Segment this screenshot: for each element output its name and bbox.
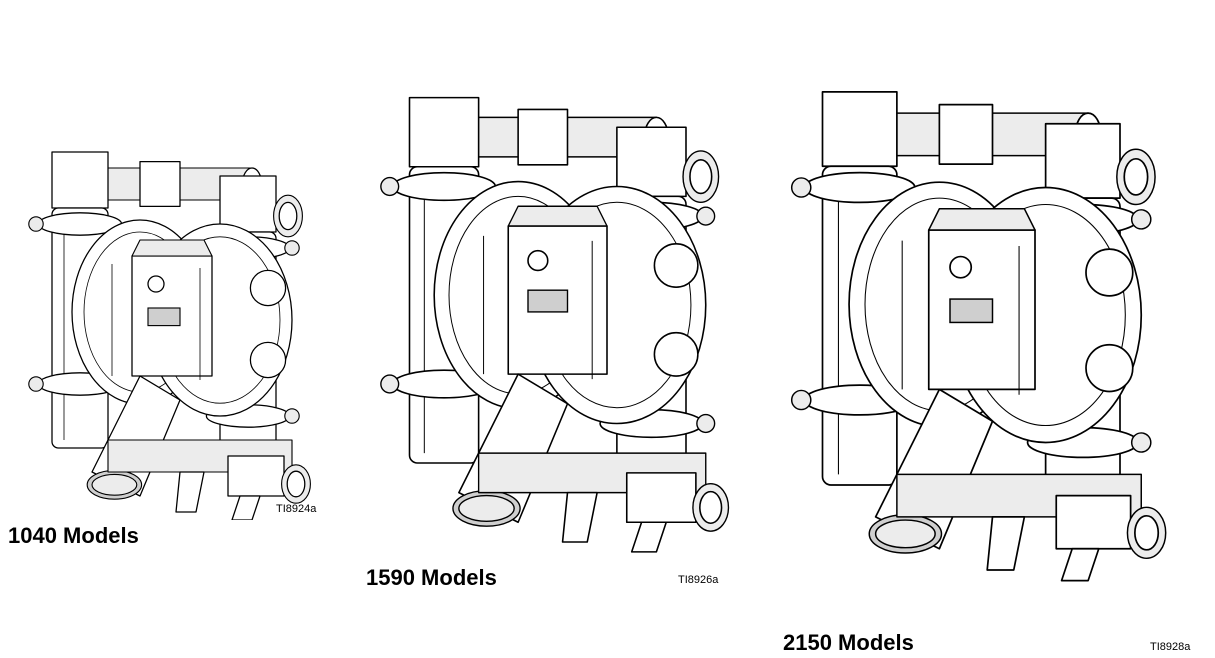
pump-drawing-2150 xyxy=(790,90,1167,582)
model-label-1590: 1590 Models xyxy=(366,565,497,590)
ref-code-1040: TI8924a xyxy=(276,503,317,515)
model-label-1040: 1040 Models xyxy=(8,523,139,548)
model-label-2150: 2150 Models xyxy=(783,630,914,655)
pump-drawing-1040 xyxy=(28,151,312,520)
ref-code-2150: TI8928a xyxy=(1150,641,1191,653)
figure-1040 xyxy=(0,110,370,560)
ref-code-1590: TI8926a xyxy=(678,574,719,586)
figure-2150 xyxy=(780,5,1210,630)
pump-drawing-1590 xyxy=(380,96,730,553)
figure-1590 xyxy=(370,55,770,575)
